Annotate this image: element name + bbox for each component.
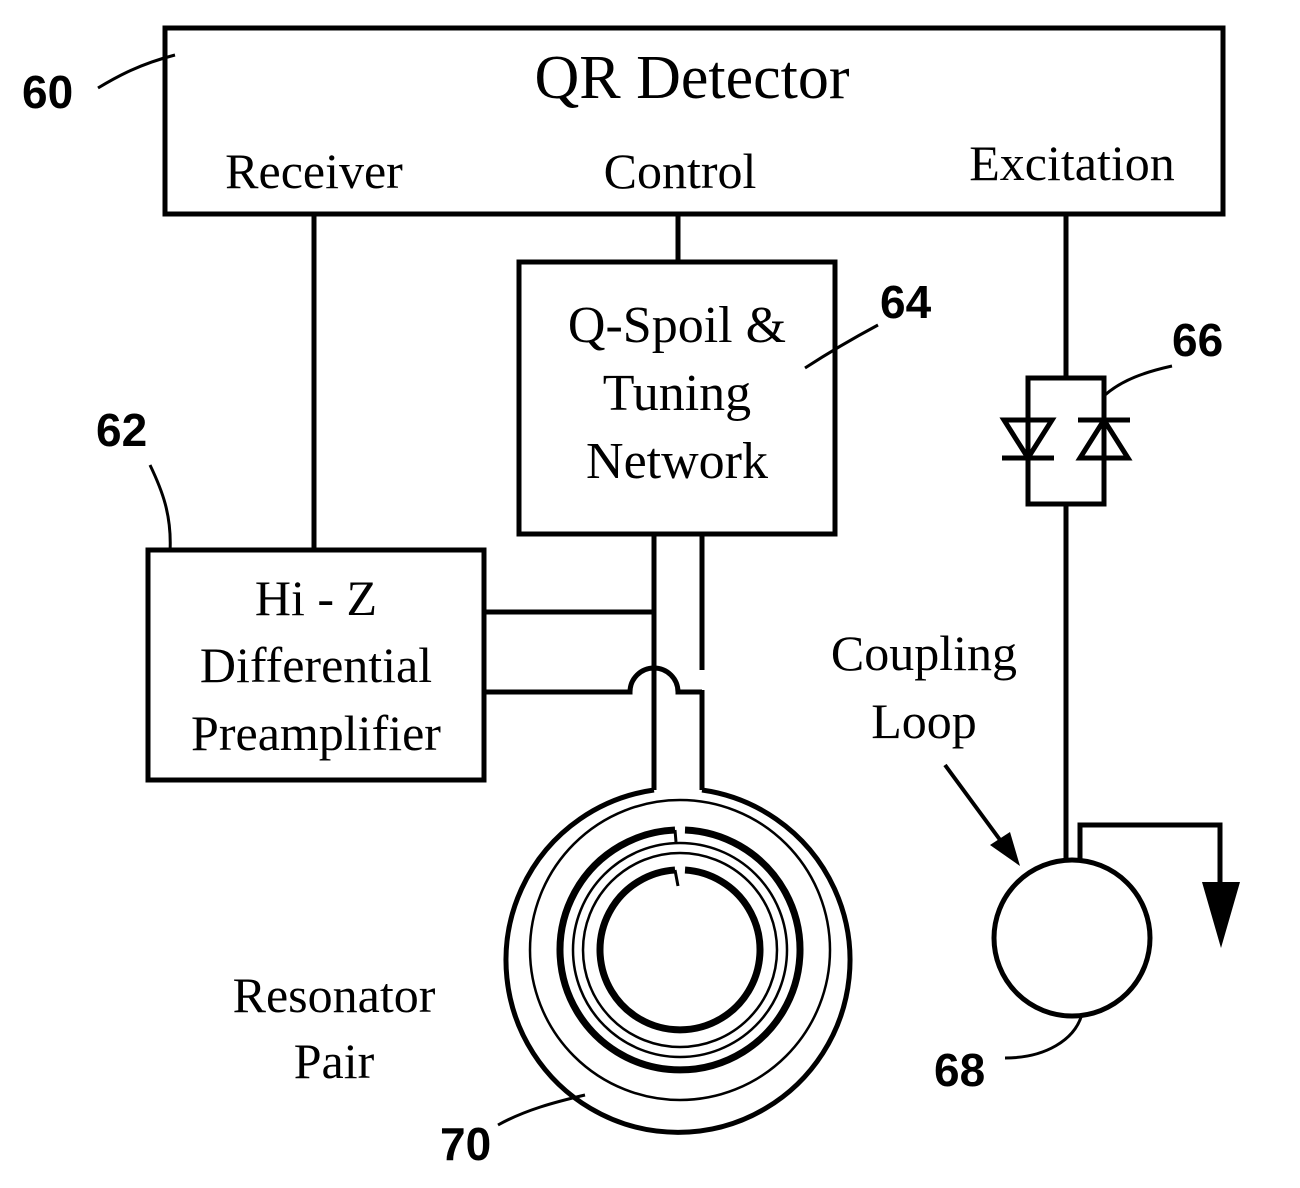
- ref-70-leader: [498, 1095, 585, 1125]
- qr-detector-block: QR Detector Receiver Control Excitation: [165, 28, 1223, 214]
- coupling-loop-circle: [994, 860, 1150, 1016]
- resonator-winding-b: [583, 853, 777, 1047]
- resonator-inner-coil: [600, 870, 760, 1030]
- coupling-line1: Coupling: [831, 625, 1017, 681]
- ref-62-leader: [150, 465, 170, 552]
- preamp-block: Hi - Z Differential Preamplifier: [148, 550, 484, 780]
- preamp-line2: Differential: [200, 637, 432, 693]
- ground-arrow-icon: [1202, 882, 1240, 948]
- resonator-outer-coil: [560, 830, 800, 1070]
- qr-detector-title: QR Detector: [534, 44, 849, 112]
- control-label: Control: [604, 143, 757, 199]
- preamp-line1: Hi - Z: [255, 570, 377, 626]
- ref-68-leader: [1005, 1014, 1082, 1058]
- coupling-pointer-arrow: [945, 765, 1006, 848]
- ref-62-label: 62: [96, 404, 147, 456]
- ref-64-label: 64: [880, 276, 932, 328]
- coupling-pointer-arrowhead: [990, 832, 1020, 866]
- qspoil-line1: Q-Spoil &: [568, 297, 786, 354]
- coupling-loop: [994, 825, 1240, 1016]
- receiver-label: Receiver: [225, 143, 403, 199]
- qspoil-tuning-block: Q-Spoil & Tuning Network: [519, 262, 835, 534]
- resonator-gap-outer: [675, 830, 676, 842]
- preamp-line3: Preamplifier: [191, 705, 441, 761]
- excitation-label: Excitation: [969, 135, 1175, 191]
- resonator-winding-a: [573, 843, 787, 1057]
- qspoil-line2: Tuning: [603, 365, 751, 422]
- qspoil-line3: Network: [586, 433, 768, 490]
- resonator-pair: [506, 790, 850, 1132]
- ref-60-label: 60: [22, 66, 73, 118]
- coupling-line2: Loop: [871, 693, 977, 749]
- ref-70-label: 70: [440, 1118, 491, 1170]
- crossed-diode-pair: [1002, 378, 1130, 504]
- preamp-wire-lower-crossover: [484, 668, 702, 692]
- resonator-line2: Pair: [294, 1033, 375, 1089]
- ground-wire: [1080, 825, 1220, 890]
- ref-66-label: 66: [1172, 314, 1223, 366]
- ref-68-label: 68: [934, 1044, 985, 1096]
- resonator-shield-ring: [530, 800, 830, 1100]
- resonator-line1: Resonator: [233, 967, 436, 1023]
- resonator-gap-inner: [675, 870, 678, 886]
- ref-64-leader: [805, 325, 878, 368]
- ref-66-leader: [1105, 366, 1172, 395]
